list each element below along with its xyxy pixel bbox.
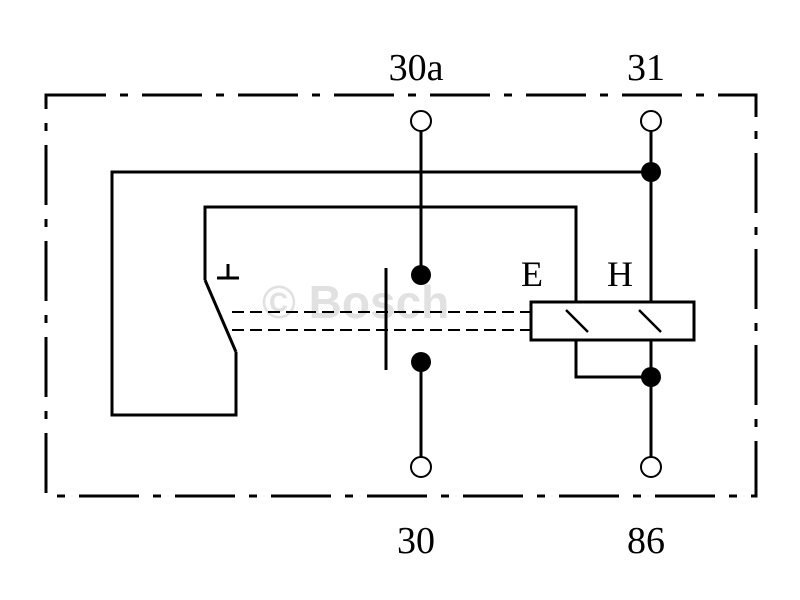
junction-dot <box>411 352 431 372</box>
terminal-30 <box>410 456 432 478</box>
junction-dot <box>641 162 661 182</box>
terminal-label-86: 86 <box>627 520 665 562</box>
junction-dot <box>641 367 661 387</box>
enclosure-boundary <box>44 93 758 498</box>
terminal-31 <box>640 110 662 132</box>
coil-label-e: E <box>521 254 543 294</box>
terminal-label-31: 31 <box>627 47 665 89</box>
watermark: © Bosch <box>262 276 449 328</box>
terminal-30a <box>410 110 432 132</box>
inner-wire <box>203 205 578 302</box>
coil-label-h: H <box>607 254 633 294</box>
junction-dot <box>411 265 431 285</box>
relay-coil <box>529 300 696 342</box>
switch-contact <box>203 264 239 353</box>
terminal-label-30: 30 <box>397 520 435 562</box>
mechanical-linkage <box>232 311 530 331</box>
terminal-86 <box>640 456 662 478</box>
outer-wire <box>110 170 651 417</box>
coil-lower-wire <box>574 340 651 379</box>
terminal-label-30a: 30a <box>389 47 444 89</box>
